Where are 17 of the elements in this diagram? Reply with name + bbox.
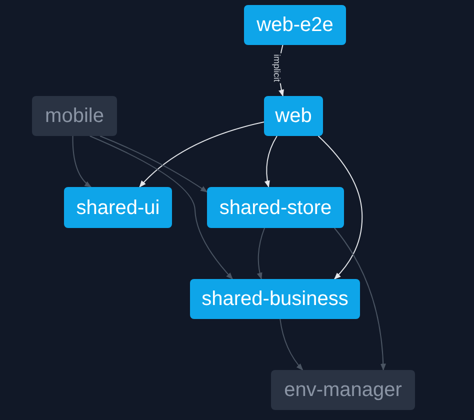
arrow — [334, 228, 386, 371]
project-box: web — [264, 96, 323, 136]
arrow — [264, 136, 278, 188]
project-box: mobile — [32, 96, 117, 136]
arrow — [257, 228, 266, 280]
arrow — [89, 136, 233, 280]
project-box: env-manager — [271, 370, 415, 410]
project-box: shared-ui — [64, 187, 172, 228]
project-box: shared-store — [207, 187, 344, 228]
arrow — [139, 122, 264, 188]
arrow — [318, 136, 363, 280]
arrow — [100, 136, 208, 192]
project-box: shared-business — [190, 279, 360, 319]
arrow — [280, 318, 304, 371]
edge-label: implicit — [272, 53, 282, 83]
project-box: web-e2e — [244, 5, 346, 45]
arrow — [72, 136, 92, 188]
